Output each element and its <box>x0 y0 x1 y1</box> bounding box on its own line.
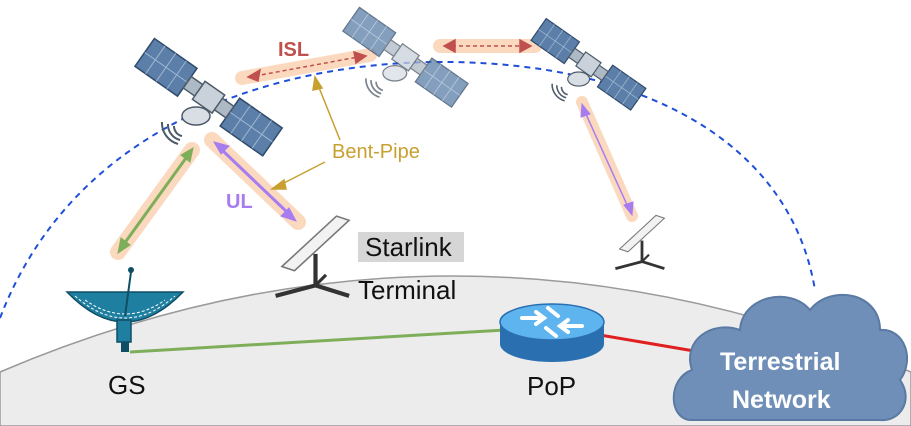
network-label-line1: Terrestrial <box>720 348 840 376</box>
bent-pipe-label: Bent-Pipe <box>332 141 420 163</box>
gs-to-pop-link <box>129 328 506 354</box>
isl-arrow-right <box>442 38 533 54</box>
isl-arrow-left <box>246 50 368 83</box>
pop-label: PoP <box>527 371 576 401</box>
ground-station-dish-icon <box>65 267 185 352</box>
right-link-arrow <box>580 102 634 217</box>
starlink-terminal-label-line2: Terminal <box>358 275 456 305</box>
ul-link-arrow <box>212 141 298 222</box>
network-label-line2: Network <box>732 386 831 414</box>
starlink-terminal-icon <box>614 213 666 271</box>
orbit-path <box>0 60 816 319</box>
gs-link-arrow <box>117 146 194 255</box>
isl-label: ISL <box>278 39 309 61</box>
gs-label: GS <box>108 370 146 400</box>
bent-pipe-pointers <box>269 74 341 190</box>
ul-label: UL <box>226 191 253 213</box>
starlink-label-highlight <box>358 232 464 262</box>
starlink-terminal-label-line1: Starlink <box>365 232 453 262</box>
satellite-icon <box>530 17 647 111</box>
cloud-icon <box>672 293 909 422</box>
router-icon <box>499 303 605 362</box>
pop-to-network-link <box>599 333 701 354</box>
